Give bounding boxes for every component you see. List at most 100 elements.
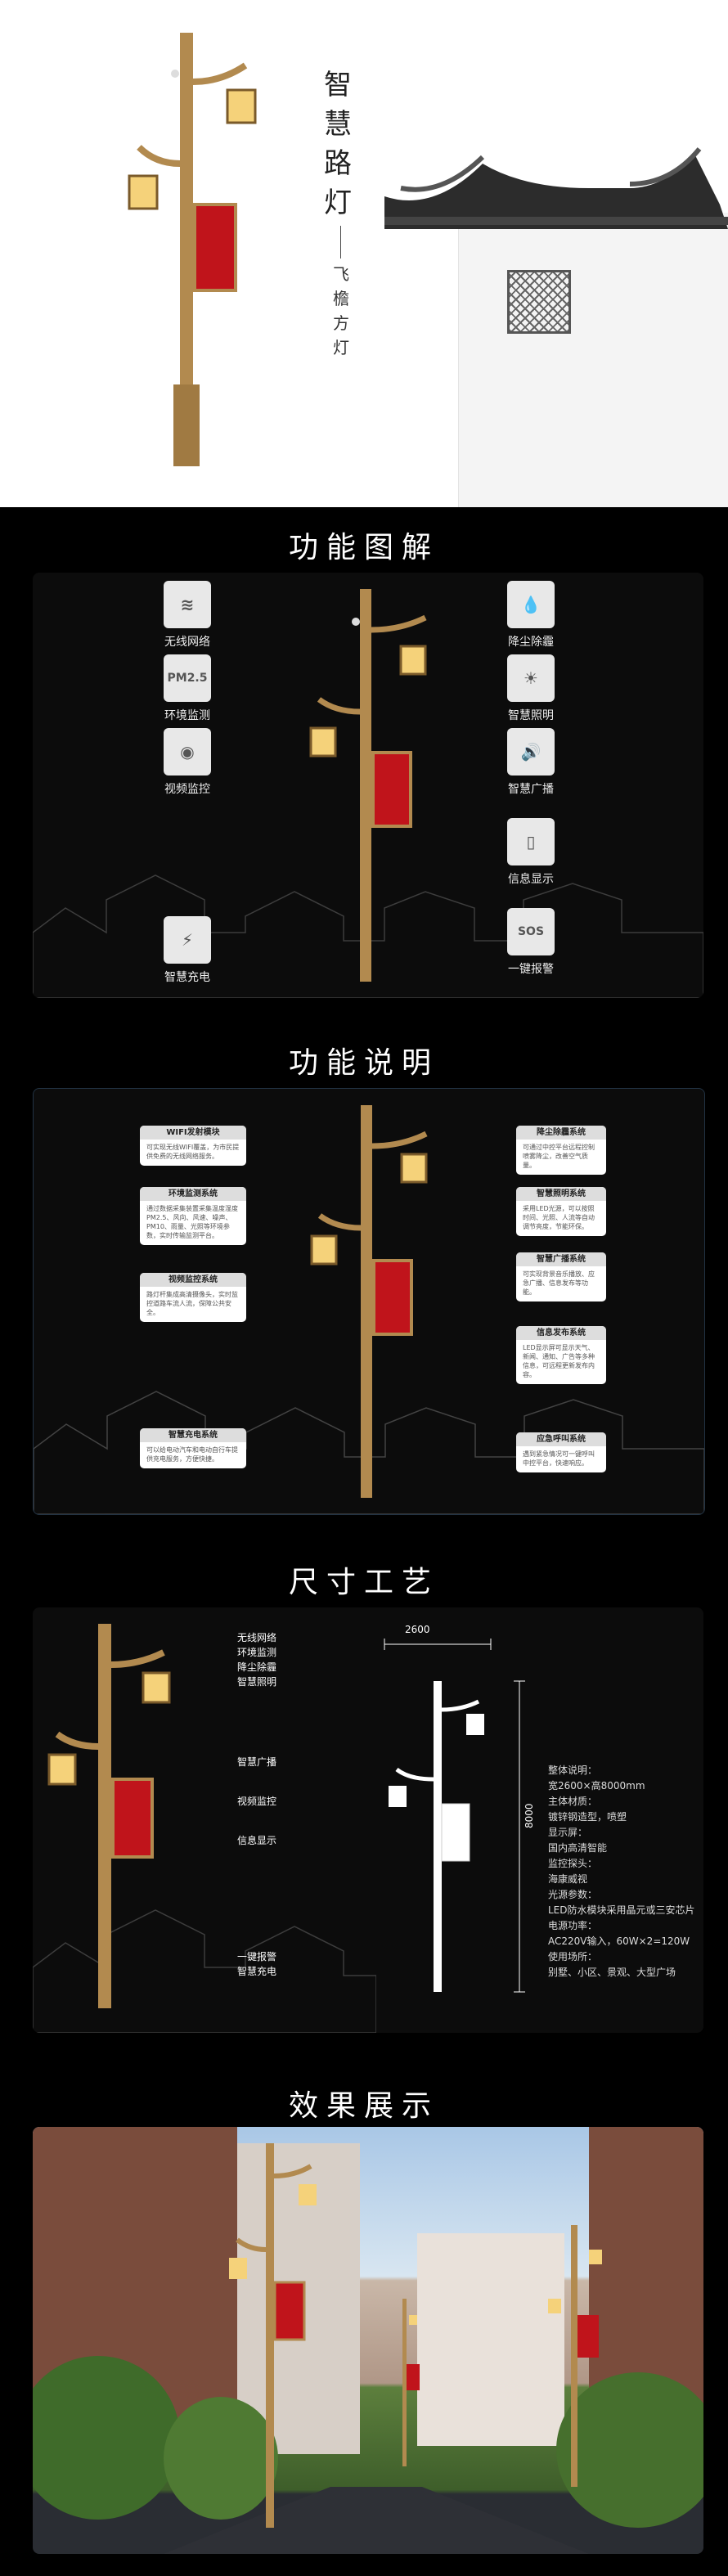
spec-line: 国内高清智能: [548, 1842, 608, 1854]
spec-line: 海康威视: [548, 1873, 588, 1885]
eave-roof: [384, 147, 728, 229]
lattice-window: [507, 270, 571, 334]
function-lamp-illustration: [309, 589, 427, 982]
desc-box-title: 智慧充电系统: [140, 1428, 246, 1442]
feature-lighting: ☀ 智慧照明: [507, 654, 576, 723]
dim-label: 信息显示: [237, 1835, 277, 1846]
feature-label: 一键报警: [508, 963, 554, 976]
desc-box-title: 应急呼叫系统: [516, 1432, 606, 1446]
desc-box-dust: 降尘除霾系统 可通过中控平台远程控制喷雾降尘，改善空气质量。: [516, 1126, 606, 1175]
tree: [164, 2397, 278, 2520]
tree: [556, 2372, 703, 2528]
feature-label: 智慧充电: [164, 971, 210, 984]
function-diagram-panel: ≋ 无线网络 PM2.5 环境监测 ◉ 视频监控 ⚡ 智慧充电 💧 降尘除霾 ☀…: [33, 573, 703, 998]
desc-box-text: 路灯杆集成高清摄像头，实时监控道路车流人流，保障公共安全。: [146, 1291, 238, 1316]
desc-lamp-illustration: [310, 1105, 428, 1498]
hero-title-char: 智: [324, 69, 352, 101]
hero-sub-char: 檐: [333, 289, 349, 308]
section-title-function-diagram: 功能图解: [288, 531, 439, 564]
feature-charger: ⚡ 智慧充电: [164, 916, 232, 985]
spec-line: 镀锌钢造型，喷塑: [548, 1811, 627, 1823]
dim-height-value: 8000: [524, 1803, 535, 1828]
desc-box-env: 环境监测系统 通过数据采集装置采集温度湿度PM2.5、风向、风速、噪声、PM10…: [140, 1187, 246, 1245]
desc-box-text: 遇到紧急情况可一键呼叫中控平台，快速响应。: [523, 1450, 595, 1467]
hero-divider: [340, 226, 341, 258]
hero-sub-char: 灯: [333, 338, 349, 357]
feature-label: 智慧照明: [508, 709, 554, 722]
building-skyline: [33, 1909, 376, 2033]
feature-label: 视频监控: [164, 783, 210, 796]
effect-photo: [33, 2127, 703, 2554]
sos-icon: SOS: [507, 908, 555, 955]
desc-box-wifi: WIFI发射模块 可实现无线WIFI覆盖，为市民提供免费的无线网络服务。: [140, 1126, 246, 1166]
speaker-icon: 🔊: [507, 728, 555, 775]
spec-line: 显示屏：: [548, 1827, 588, 1838]
spec-line: 电源功率：: [548, 1920, 598, 1931]
section-title-dimensions: 尺寸工艺: [288, 1566, 439, 1599]
dimensions-panel: 无线网络 环境监测 降尘除霾 智慧照明 智慧广播 视频监控 信息显示 一键报警 …: [33, 1607, 703, 2033]
spec-line: 宽2600×高8000mm: [548, 1780, 645, 1792]
dim-label: 智慧广播: [237, 1756, 277, 1768]
spec-line: 监控探头：: [548, 1858, 598, 1869]
spec-line: 别墅、小区、景观、大型广场: [548, 1967, 676, 1978]
dim-label: 环境监测: [237, 1647, 277, 1658]
desc-box-text: 可实现无线WIFI覆盖，为市民提供免费的无线网络服务。: [146, 1144, 240, 1160]
feature-label: 环境监测: [164, 709, 210, 722]
feature-label: 降尘除霾: [508, 636, 554, 649]
feature-broadcast: 🔊 智慧广播: [507, 728, 576, 797]
dim-label: 一键报警: [237, 1951, 277, 1962]
white-wall: [458, 213, 728, 507]
scene-lamp-right: [548, 2225, 602, 2487]
sun-icon: ☀: [507, 654, 555, 702]
desc-box-text: 采用LED光源，可以按照时间、光照、人流等自动调节亮度，节能环保。: [523, 1205, 595, 1230]
hero-sub-char: 方: [333, 313, 349, 333]
hero-banner: 智 慧 路 灯 飞 檐 方 灯: [0, 0, 728, 507]
feature-dust: 💧 降尘除霾: [507, 581, 576, 650]
desc-box-title: 信息发布系统: [516, 1326, 606, 1340]
desc-box-title: 降尘除霾系统: [516, 1126, 606, 1140]
spec-line: 主体材质：: [548, 1796, 598, 1807]
desc-box-video: 视频监控系统 路灯杆集成高清摄像头，实时监控道路车流人流，保障公共安全。: [140, 1273, 246, 1322]
hero-subtitle: 飞 檐 方 灯: [330, 262, 352, 360]
dim-label: 降尘除霾: [237, 1661, 277, 1673]
dim-label: 智慧照明: [237, 1676, 277, 1688]
dim-label: 视频监控: [237, 1796, 277, 1807]
hero-lamp-illustration: [128, 33, 257, 466]
dim-label: 智慧充电: [237, 1966, 277, 1977]
dim-outline-lamp: [384, 1639, 525, 1993]
feature-label: 无线网络: [164, 636, 210, 649]
desc-box-title: 视频监控系统: [140, 1273, 246, 1287]
spec-line: LED防水模块采用晶元或三安芯片: [548, 1904, 695, 1916]
feature-sos: SOS 一键报警: [507, 908, 576, 977]
feature-pm25: PM2.5 环境监测: [164, 654, 232, 723]
dim-label: 无线网络: [237, 1632, 277, 1643]
feature-wifi: ≋ 无线网络: [164, 581, 232, 650]
spec-line: 使用场所：: [548, 1951, 598, 1962]
hero-title-char: 路: [324, 147, 352, 180]
feature-label: 智慧广播: [508, 783, 554, 796]
building-center: [417, 2233, 564, 2446]
desc-box-charge: 智慧充电系统 可以给电动汽车和电动自行车提供充电服务，方便快捷。: [140, 1428, 246, 1468]
hero-title-char: 灯: [324, 187, 352, 219]
feature-camera: ◉ 视频监控: [164, 728, 232, 797]
feature-display: ▯ 信息显示: [507, 818, 576, 887]
desc-box-text: 可通过中控平台远程控制喷雾降尘，改善空气质量。: [523, 1144, 595, 1169]
spec-list: 整体说明： 宽2600×高8000mm 主体材质： 镀锌钢造型，喷塑 显示屏： …: [548, 1763, 695, 1980]
desc-box-text: 通过数据采集装置采集温度湿度PM2.5、风向、风速、噪声、PM10、雨量、光照等…: [146, 1205, 238, 1239]
desc-box-broadcast: 智慧广播系统 可实现背景音乐播放、应急广播、信息发布等功能。: [516, 1252, 606, 1301]
tablet-icon: ▯: [507, 818, 555, 865]
feature-label: 信息显示: [508, 873, 554, 886]
section-title-function-desc: 功能说明: [288, 1046, 439, 1080]
desc-box-title: 智慧照明系统: [516, 1187, 606, 1201]
function-desc-panel: WIFI发射模块 可实现无线WIFI覆盖，为市民提供免费的无线网络服务。 环境监…: [33, 1088, 705, 1515]
spec-line: 整体说明：: [548, 1765, 598, 1776]
camera-icon: ◉: [164, 728, 211, 775]
desc-box-text: 可实现背景音乐播放、应急广播、信息发布等功能。: [523, 1270, 595, 1296]
desc-box-title: 智慧广播系统: [516, 1252, 606, 1266]
charger-icon: ⚡: [164, 916, 211, 964]
spec-line: AC220V输入，60W×2=120W: [548, 1935, 690, 1947]
hero-title: 智 慧 路 灯: [321, 65, 355, 223]
section-title-effect: 效果展示: [288, 2089, 439, 2123]
hero-sub-char: 飞: [333, 264, 349, 284]
pm25-icon: PM2.5: [164, 654, 211, 702]
